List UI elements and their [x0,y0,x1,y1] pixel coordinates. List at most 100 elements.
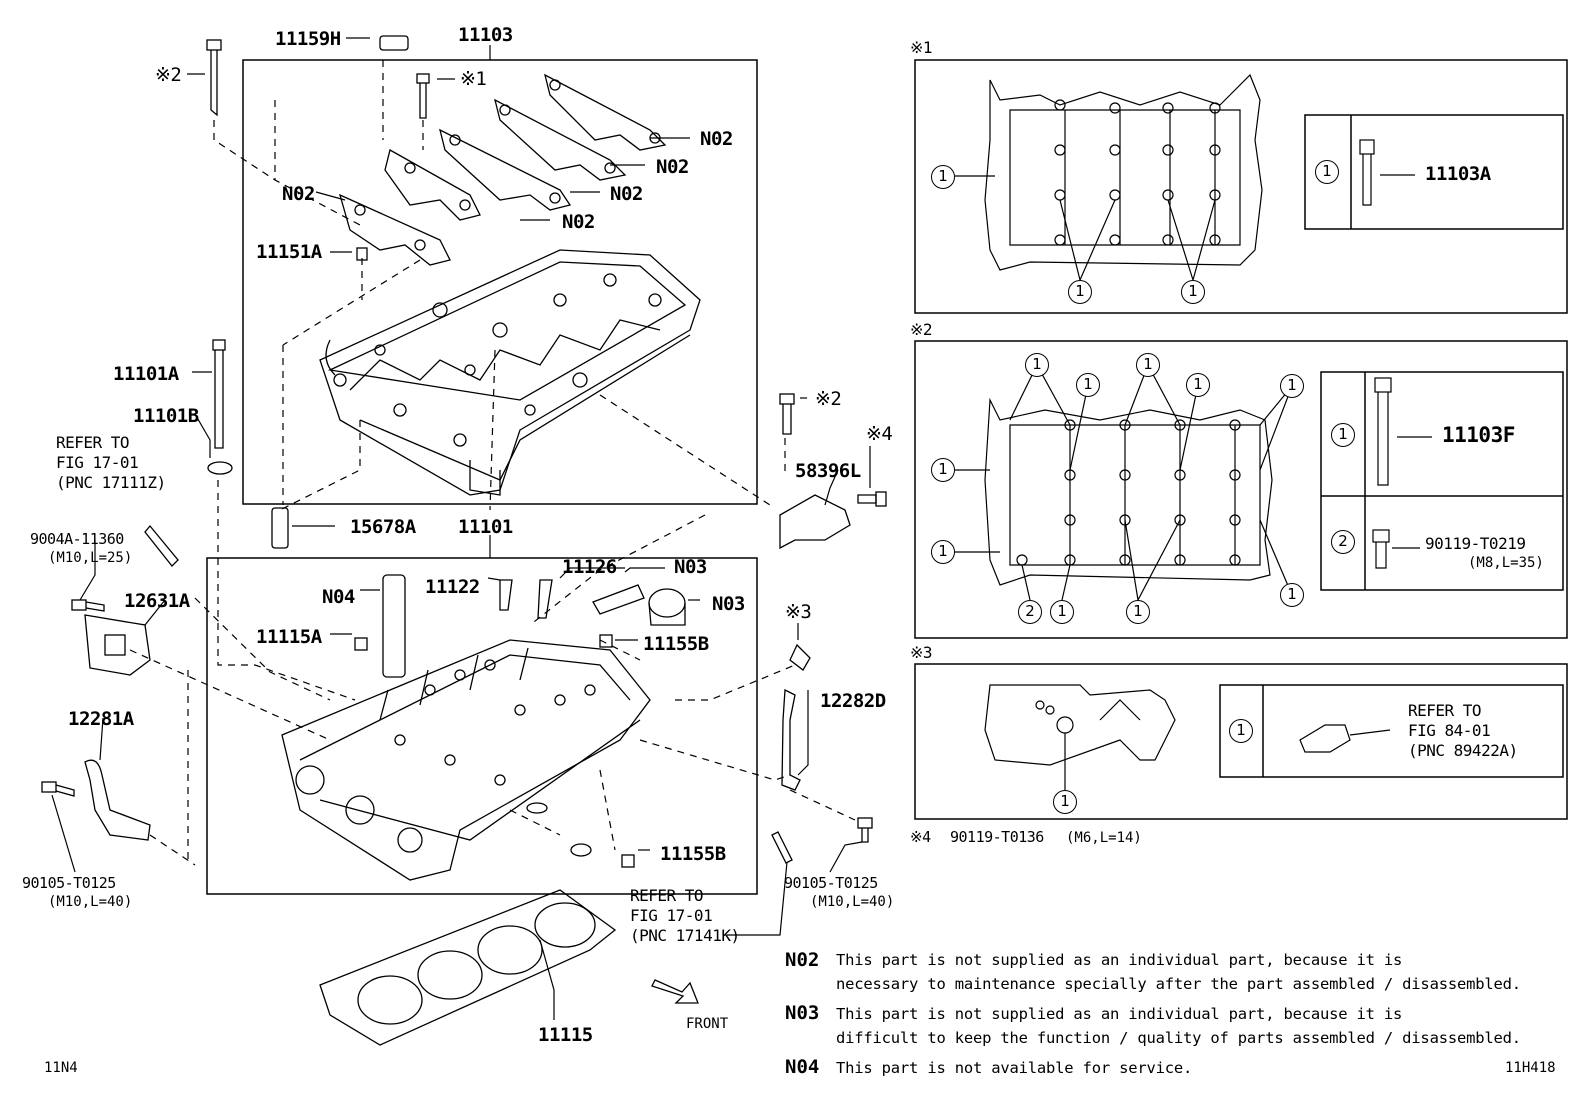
panel2-callout-1: 1 [1025,353,1049,377]
panel2-callout-1: 1 [1076,373,1100,397]
box-11101 [206,557,758,895]
label-12281A: 12281A [68,708,134,730]
panel2-legend-callout-1: 1 [1331,423,1355,447]
label-11155B: 11155B [643,633,709,655]
panel3-tag: ※3 [910,643,933,662]
note-code: N02 [785,949,820,971]
refer-fig-17-01-line2: FIG 17-01 [56,453,139,472]
refer-fig-84-01-line3: (PNC 89422A) [1408,741,1518,760]
label-n02: N02 [562,211,595,233]
spec-90119-T0219: (M8,L=35) [1468,555,1544,571]
ref-marker-3-mid: ※3 [785,601,812,623]
refer-fig-17-01-line3: (PNC 17111Z) [56,473,166,492]
label-n03: N03 [712,593,745,615]
figure-code-left: 11N4 [44,1060,78,1076]
ref4-tag: ※4 [910,828,931,846]
label-11159H: 11159H [275,28,341,50]
note-text: necessary to maintenance specially after… [836,975,1521,993]
label-n02: N02 [700,128,733,150]
panel3-box [914,663,1568,820]
note-code: N04 [785,1056,820,1078]
label-90119-T0219: 90119-T0219 [1425,534,1526,553]
panel2-callout-1: 1 [931,458,955,482]
label-11103: 11103 [458,24,513,46]
panel2-callout-1: 1 [1126,600,1150,624]
panel1-tag: ※1 [910,38,933,57]
panel2-legend-callout-2: 2 [1331,530,1355,554]
label-n02: N02 [610,183,643,205]
solid-leaders [51,37,871,1020]
panel1-callout-1: 1 [1181,280,1205,304]
front-arrow-drawing [651,979,699,1004]
label-9004A-11360: 9004A-11360 [30,530,124,548]
label-11103F: 11103F [1442,423,1515,447]
panel1-callout-1: 1 [931,165,955,189]
label-12631A: 12631A [124,590,190,612]
refer-fig-17-01b-line2: FIG 17-01 [630,906,713,925]
ref-marker-2-top: ※2 [155,64,182,86]
panel2-callout-1: 1 [1136,353,1160,377]
panel3-legend-callout-1: 1 [1229,719,1253,743]
panel2-box [914,340,1568,639]
label-11155B: 11155B [660,843,726,865]
panel1-callout-1: 1 [1068,280,1092,304]
ref-marker-2-mid: ※2 [815,388,842,410]
label-11101B: 11101B [133,405,199,427]
panel1-legend-callout-1: 1 [1315,160,1339,184]
note-code: N03 [785,1002,820,1024]
panel2-callout-1: 1 [931,540,955,564]
spec-90119-T0136: (M6,L=14) [1066,830,1142,846]
label-11115A: 11115A [256,626,322,648]
panel1-box [914,59,1568,314]
refer-fig-17-01-line1: REFER TO [56,433,130,452]
bearing-caps-drawing [338,35,667,266]
panel2-callout-1: 1 [1280,583,1304,607]
label-11101: 11101 [458,516,513,538]
box-11103 [242,59,758,505]
label-n04: N04 [322,586,355,608]
label-n03: N03 [674,556,707,578]
panel2-tag: ※2 [910,320,933,339]
refer-fig-84-01-line2: FIG 84-01 [1408,721,1491,740]
refer-fig-84-01-line1: REFER TO [1408,701,1482,720]
label-12282D: 12282D [820,690,886,712]
label-11101A: 11101A [113,363,179,385]
panel2-callout-1: 1 [1050,600,1074,624]
note-text: This part is not available for service. [836,1059,1193,1077]
label-11122: 11122 [425,576,480,598]
bolts-drawing [41,39,887,864]
label-n02: N02 [282,183,315,205]
cylinder-head-drawing [281,639,651,881]
ref-marker-1-top: ※1 [460,68,487,90]
note-text: difficult to keep the function / quality… [836,1029,1521,1047]
refer-fig-17-01b-line3: (PNC 17141K) [630,926,740,945]
label-15678A: 15678A [350,516,416,538]
note-text: This part is not supplied as an individu… [836,1005,1403,1023]
note-text: This part is not supplied as an individu… [836,951,1403,969]
panel2-callout-1: 1 [1186,373,1210,397]
label-90105-T0125-right: 90105-T0125 [784,874,878,892]
ref-marker-4-mid: ※4 [866,423,893,445]
label-11115: 11115 [538,1024,593,1046]
brackets-drawing [84,494,851,841]
spec-90105-left: (M10,L=40) [48,894,133,910]
valve-parts-drawing [354,574,686,868]
label-90105-T0125-left: 90105-T0125 [22,874,116,892]
panel2-callout-2: 2 [1018,600,1042,624]
label-58396L: 58396L [795,460,861,482]
label-n02: N02 [656,156,689,178]
refer-fig-17-01b-line1: REFER TO [630,886,704,905]
panel3-callout-1: 1 [1053,790,1077,814]
figure-code-right: 11H418 [1505,1060,1556,1076]
spec-90105-right: (M10,L=40) [810,894,895,910]
front-label: FRONT [686,1016,729,1032]
dashed-leaders [129,60,856,866]
head-gasket-drawing [319,889,617,1046]
label-11103A: 11103A [1425,163,1491,185]
label-11126: 11126 [562,556,617,578]
spec-9004A: (M10,L=25) [48,550,133,566]
label-11151A: 11151A [256,241,322,263]
panel2-callout-1: 1 [1280,374,1304,398]
label-90119-T0136: 90119-T0136 [950,828,1044,846]
